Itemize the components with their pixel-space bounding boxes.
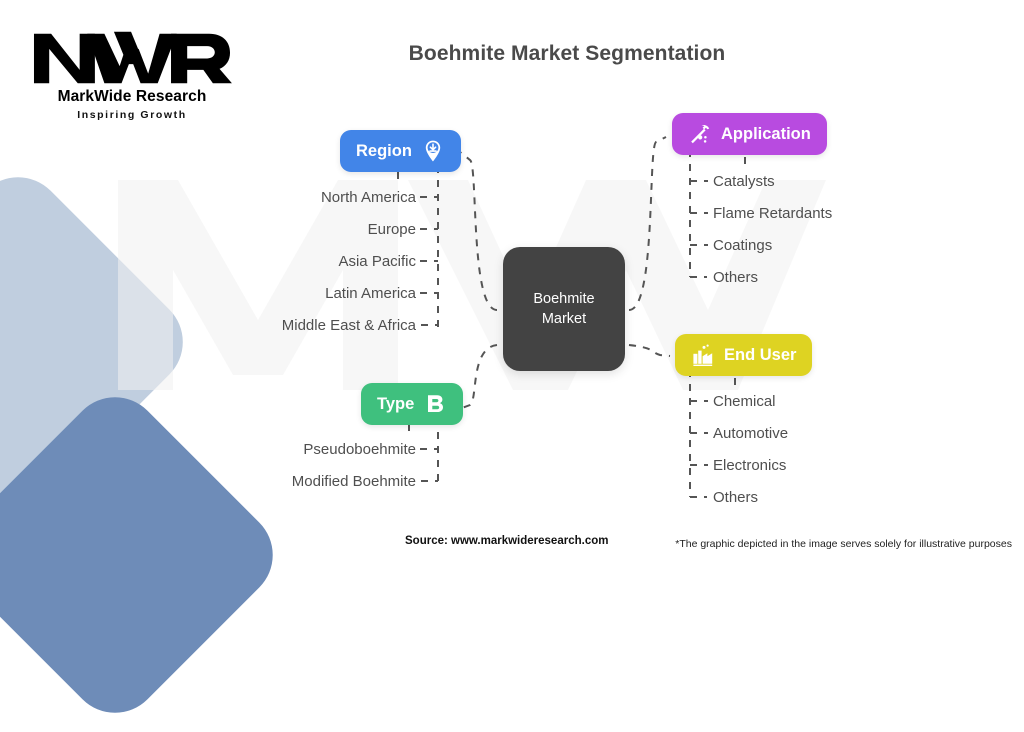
branch-items-enduser: Chemical Automotive Electronics Others [713, 386, 788, 514]
branch-badge-enduser[interactable]: End User [675, 334, 813, 376]
list-item: Asia Pacific [338, 253, 416, 270]
list-item: Europe [367, 221, 416, 238]
page-title: Boehmite Market Segmentation [408, 42, 726, 65]
branch-items-type: Pseudoboehmite Modified Boehmite [292, 434, 416, 498]
branch-items-application: Catalysts Flame Retardants Coatings Othe… [713, 166, 832, 294]
branch-label-region: Region [356, 141, 412, 160]
list-item: Automotive [713, 425, 789, 442]
branch-badge-application[interactable]: Application [672, 113, 827, 155]
location-pin-icon [421, 139, 445, 163]
source-note: Source: www.markwideresearch.com [405, 535, 609, 547]
center-node: Boehmite Market [503, 247, 625, 371]
list-item: Coatings [713, 237, 773, 254]
list-item: Chemical [713, 393, 776, 410]
center-node-line2: Market [541, 311, 587, 327]
brand-tagline: Inspiring Growth [77, 109, 187, 121]
center-node-line1: Boehmite [533, 291, 595, 307]
branch-items-region: North America Europe Asia Pacific Latin … [282, 182, 416, 342]
list-item: Others [713, 269, 759, 286]
branch-label-application: Application [721, 124, 811, 143]
list-item: Middle East & Africa [281, 317, 416, 334]
list-item: Pseudoboehmite [303, 441, 416, 458]
factory-icon [691, 343, 715, 367]
brand-logo: MarkWide Research Inspiring Growth [32, 28, 232, 121]
list-item: Latin America [325, 285, 416, 302]
list-item: Electronics [713, 457, 787, 474]
list-item: Others [713, 489, 759, 506]
list-item: Flame Retardants [713, 205, 833, 222]
hammer-icon [688, 122, 712, 146]
mwr-monogram-icon [33, 31, 232, 84]
branch-badge-region[interactable]: Region [340, 130, 461, 172]
brand-name: MarkWide Research [57, 88, 207, 105]
list-item: Modified Boehmite [291, 473, 416, 490]
branch-badge-type[interactable]: Type [361, 383, 464, 425]
disclaimer-note: *The graphic depicted in the image serve… [675, 538, 1012, 550]
list-item: Catalysts [713, 173, 775, 190]
branch-label-type: Type [377, 394, 415, 413]
type-b-icon [423, 392, 447, 416]
branch-label-enduser: End User [724, 345, 797, 364]
list-item: North America [320, 189, 416, 206]
